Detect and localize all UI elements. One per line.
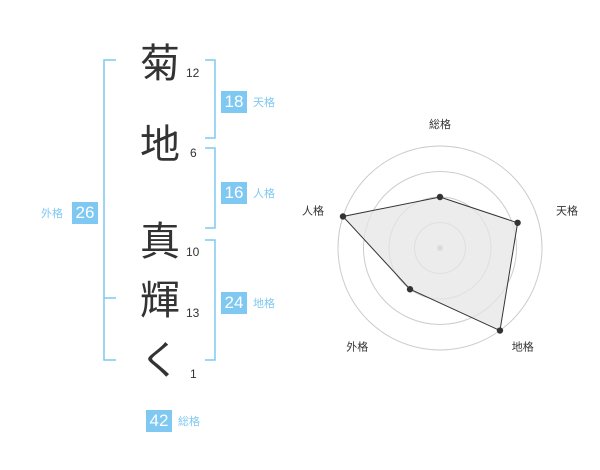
radar-ring-3 [363, 171, 517, 325]
radar-axis-label-4: 外格 [346, 340, 368, 354]
radar-polygon [342, 196, 519, 332]
radar-point-2 [514, 219, 521, 226]
name-char-4: 輝 [140, 278, 180, 324]
stroke-count-5: 1 [190, 367, 197, 381]
radar-point-3 [496, 327, 504, 334]
chikaku-label: 地格 [253, 297, 275, 310]
radar-point-1 [436, 193, 444, 201]
name-char-1: 菊 [140, 41, 180, 87]
bracket-lines [103, 59, 216, 361]
stroke-count-4: 13 [186, 306, 200, 320]
gaikaku-value: 26 [72, 202, 98, 224]
stroke-count-1: 12 [186, 66, 200, 80]
name-char-2: 地 [140, 122, 180, 168]
gaikaku-label: 外格 [41, 207, 63, 220]
radar-ring-4 [337, 145, 543, 351]
radar-axis-label-1: 総格 [429, 117, 451, 131]
stroke-count-3: 10 [186, 245, 200, 259]
stroke-count-2: 6 [190, 146, 197, 160]
jinkaku-label: 人格 [253, 187, 275, 200]
soukaku-label: 総格 [178, 415, 200, 428]
chikaku-value: 24 [221, 292, 247, 314]
tenkaku-value: 18 [221, 91, 247, 113]
name-char-5: く [140, 338, 180, 384]
name-char-3: 真 [140, 219, 180, 265]
radar-axis-label-5: 人格 [302, 203, 324, 217]
radar-point-4 [406, 286, 414, 293]
tenkaku-label: 天格 [253, 96, 275, 109]
soukaku-value: 42 [146, 410, 172, 432]
radar-point-5 [339, 213, 347, 220]
radar-axis-label-3: 地格 [512, 340, 534, 354]
radar-axis-label-2: 天格 [556, 203, 578, 217]
jinkaku-value: 16 [221, 182, 247, 204]
